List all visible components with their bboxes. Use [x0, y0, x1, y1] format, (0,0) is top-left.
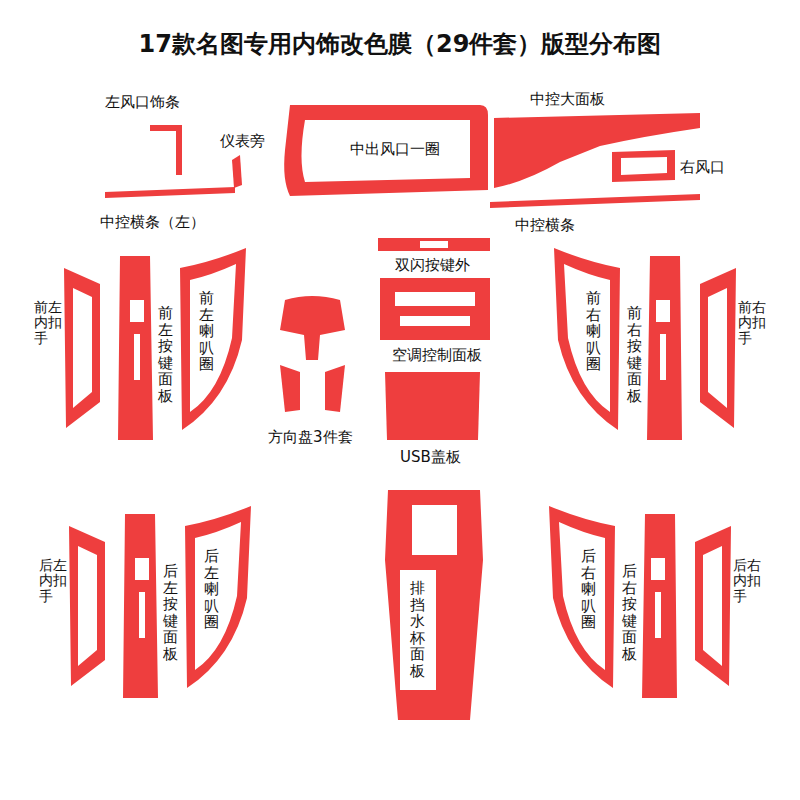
part-label: 前左按键面板 — [158, 305, 173, 404]
part-label: 后右内扣手 — [733, 558, 761, 604]
steering-wheel-right — [325, 365, 345, 412]
center-vent-frame — [284, 105, 488, 196]
part-label: 后左内扣手 — [39, 558, 67, 604]
part-label: USB盖板 — [400, 448, 461, 466]
part-label: 中控横条 — [515, 216, 575, 234]
ac-control-panel — [380, 278, 490, 340]
usb-cover — [385, 372, 480, 440]
part-label: 左风口饰条 — [105, 93, 180, 111]
steering-wheel-left — [280, 365, 300, 412]
part-label: 中控大面板 — [530, 90, 605, 108]
part-label: 后右喇叭圈 — [581, 548, 596, 631]
part-label: 前右喇叭圈 — [586, 290, 601, 373]
front-left-door-pieces — [64, 248, 246, 440]
part-label: 右风口 — [680, 158, 725, 176]
hazard-button-frame — [378, 238, 490, 251]
part-label: 后右按键面板 — [622, 563, 637, 662]
rear-right-door-pieces — [549, 506, 731, 698]
part-label: 方向盘3件套 — [268, 428, 353, 446]
front-right-door-pieces — [554, 248, 736, 440]
part-label: 前左内扣手 — [34, 300, 62, 346]
part-label: 空调控制面板 — [392, 346, 482, 364]
part-label: 后左按键面板 — [163, 563, 178, 662]
part-label: 前右按键面板 — [627, 305, 642, 404]
diagram-title: 17款名图专用内饰改色膜（29件套）版型分布图 — [0, 30, 800, 59]
part-label: 中控横条（左） — [100, 213, 205, 231]
part-label: 仪表旁 — [220, 132, 265, 150]
cluster-side-piece — [232, 155, 242, 188]
center-strip — [490, 194, 700, 208]
part-label: 前右内扣手 — [738, 300, 766, 346]
part-label: 前左喇叭圈 — [199, 290, 214, 373]
left-vent-strip — [150, 125, 182, 175]
rear-left-door-pieces — [69, 506, 251, 698]
center-strip-left — [105, 187, 235, 198]
right-vent-frame — [612, 150, 675, 182]
part-label: 双闪按键外 — [395, 256, 470, 274]
center-big-panel — [494, 113, 700, 188]
steering-wheel-top — [280, 296, 345, 360]
part-label: 后左喇叭圈 — [204, 548, 219, 631]
gear-cup-panel — [385, 490, 483, 720]
part-label: 排挡水杯面板 — [410, 580, 425, 679]
part-label: 中出风口一圈 — [350, 140, 440, 158]
